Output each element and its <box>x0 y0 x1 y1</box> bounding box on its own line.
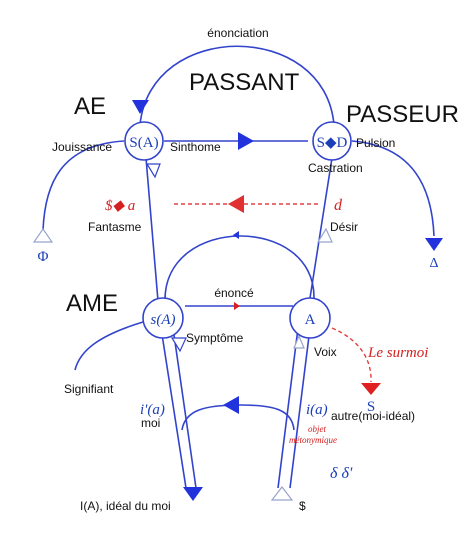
ideal-arrowhead <box>183 487 203 501</box>
enonce-arc-arrowhead <box>233 231 239 239</box>
s-big-a-label: S(A) <box>129 135 158 151</box>
heading-passant: PASSANT <box>189 69 300 96</box>
s-small-a-label: s(A) <box>151 312 176 328</box>
label-enonciation: énonciation <box>207 26 268 40</box>
desir-arrowhead <box>316 227 333 243</box>
label-pulsion: Pulsion <box>356 136 395 150</box>
desire-fantasy-arrowhead <box>228 195 244 213</box>
ideal-line-right <box>172 327 197 489</box>
jouissance-curve <box>42 140 125 231</box>
ideal-line-left <box>160 327 187 489</box>
enonciation-arc <box>139 45 335 126</box>
s-barred-d-label: S◆D <box>317 135 348 151</box>
sinthome-arrowhead <box>238 132 254 150</box>
barred-s-line-left <box>277 327 299 489</box>
sa-to-ame-line <box>145 157 159 302</box>
enonce-arrowhead <box>234 302 240 310</box>
symbol-fantasme-formula: $◆ a <box>105 198 135 214</box>
s-barred-d-node <box>312 121 352 161</box>
enonce-arc <box>164 235 315 301</box>
label-jouissance: Jouissance <box>52 140 112 154</box>
moi-up-arrowhead <box>170 337 187 353</box>
sa-up-arrowhead <box>145 163 161 179</box>
symbol-s-voice: S <box>367 399 375 415</box>
barred-s-line-right <box>289 327 311 489</box>
enonciation-arrowhead <box>132 100 149 114</box>
symbol-delta: Δ <box>429 256 438 271</box>
label-moi: moi <box>141 416 160 430</box>
label-desir: Désir <box>330 220 358 234</box>
annotation-objet: objet <box>308 424 326 434</box>
annotation-metonymique: métonymique <box>289 435 337 445</box>
imaginary-loop <box>181 404 295 431</box>
signifiant-curve <box>74 321 144 371</box>
phi-triangle <box>32 227 54 243</box>
heading-ae: AE <box>74 93 106 120</box>
delta-arrowhead <box>425 238 443 251</box>
annotation-le-surmoi: Le surmoi <box>367 345 428 361</box>
heading-ame: AME <box>66 290 118 317</box>
symbol-phi: Φ <box>38 249 49 265</box>
label-sinthome: Sinthome <box>170 140 221 154</box>
s-small-a-node <box>142 297 184 339</box>
label-fantasme: Fantasme <box>88 220 142 234</box>
s-big-a-node <box>124 121 164 161</box>
symbol-i-a: i(a) <box>306 402 328 418</box>
label-barred-s: $ <box>299 499 306 513</box>
label-ideal-du-moi: I(A), idéal du moi <box>80 499 171 513</box>
voix-arrowhead <box>293 334 305 349</box>
label-castration: Castration <box>308 161 363 175</box>
symbol-i-prime-a: i'(a) <box>140 402 165 418</box>
heading-passeur: PASSEUR <box>346 101 459 128</box>
a-node <box>289 297 331 339</box>
label-signifiant: Signifiant <box>64 382 114 396</box>
symbol-d: d <box>334 197 343 214</box>
label-autre-moi-ideal: autre(moi-idéal) <box>331 409 415 423</box>
label-voix: Voix <box>314 345 337 359</box>
imaginary-arrowhead <box>223 396 239 414</box>
surmoi-arrowhead <box>361 383 381 395</box>
pulsion-curve <box>351 140 435 237</box>
label-symptome: Symptôme <box>186 331 244 345</box>
a-label: A <box>305 312 316 328</box>
surmoi-dashed-curve <box>331 327 372 383</box>
label-enonce: énoncé <box>214 286 254 300</box>
symbol-delta-delta-prime: δ δ' <box>330 465 353 482</box>
sd-to-a-line <box>309 157 333 299</box>
barred-s-triangle <box>270 486 294 501</box>
